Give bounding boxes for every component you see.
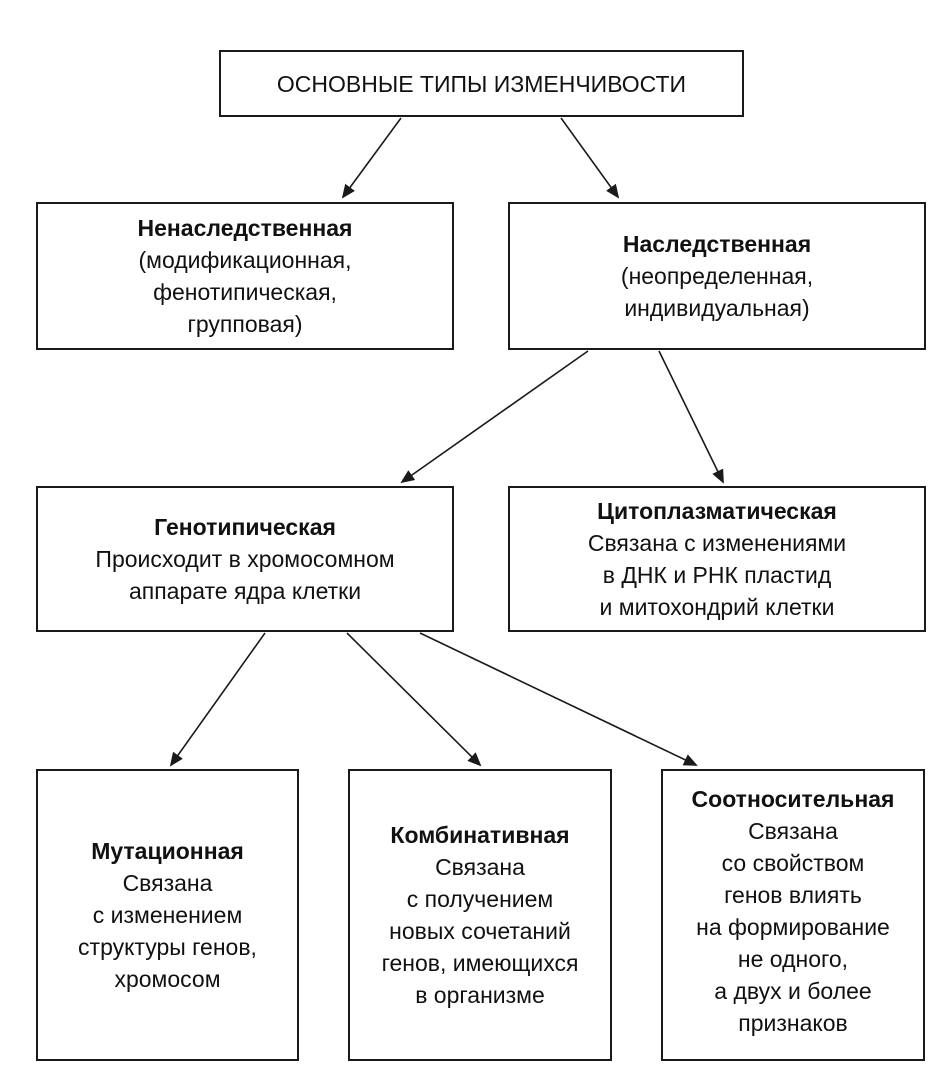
mutational-title: Мутационная xyxy=(91,838,244,864)
arrow-genotypic-to-correlative xyxy=(419,632,698,766)
genotypic-line: аппарате ядра клетки xyxy=(128,578,362,604)
combinative-line: Связана xyxy=(435,854,525,880)
nonhereditary-title: Ненаследственная xyxy=(137,215,353,241)
hereditary-line: (неопределенная, xyxy=(620,263,814,289)
hereditary-line: индивидуальная) xyxy=(624,295,810,321)
combinative-line: генов, имеющихся xyxy=(381,950,579,976)
hereditary-title: Наследственная xyxy=(622,231,812,257)
correlative-line: признаков xyxy=(738,1010,848,1036)
combinative-title: Комбинативная xyxy=(390,822,570,848)
cytoplasmic-box: Цитоплазматическая Связана с изменениями… xyxy=(508,486,926,632)
arrow-genotypic-to-mutational xyxy=(169,632,266,767)
mutational-box: Мутационная Связана с изменением структу… xyxy=(36,769,299,1061)
mutational-line: хромосом xyxy=(114,966,221,992)
arrow-hereditary-to-genotypic xyxy=(400,350,589,484)
combinative-line: новых сочетаний xyxy=(389,918,571,944)
cytoplasmic-title: Цитоплазматическая xyxy=(597,498,837,524)
genotypic-box: Генотипическая Происходит в хромосомном … xyxy=(36,486,454,632)
genotypic-title: Генотипическая xyxy=(154,514,336,540)
nonhereditary-line: (модификационная, xyxy=(138,247,352,273)
correlative-line: генов влиять xyxy=(724,882,862,908)
nonhereditary-line: групповая) xyxy=(187,311,303,337)
arrow-hereditary-to-cytoplasmic xyxy=(658,350,724,484)
correlative-line: Связана xyxy=(748,818,838,844)
correlative-line: на формирование xyxy=(696,914,890,940)
nonhereditary-box: Ненаследственная (модификационная, фенот… xyxy=(36,202,454,350)
correlative-line: а двух и более xyxy=(714,978,872,1004)
correlative-line: со свойством xyxy=(721,850,865,876)
cytoplasmic-line: Связана с изменениями xyxy=(587,530,847,556)
arrow-root-to-hereditary xyxy=(560,117,620,199)
correlative-title: Соотносительная xyxy=(691,786,895,812)
cytoplasmic-line: и митохондрий клетки xyxy=(599,594,835,620)
combinative-box: Комбинативная Связана с получением новых… xyxy=(348,769,612,1061)
arrow-root-to-nonhereditary xyxy=(341,117,402,199)
nonhereditary-line: фенотипическая, xyxy=(153,279,337,305)
genotypic-line: Происходит в хромосомном xyxy=(95,546,395,572)
mutational-line: с изменением xyxy=(92,902,243,928)
root-title: ОСНОВНЫЕ ТИПЫ ИЗМЕНЧИВОСТИ xyxy=(276,70,687,97)
correlative-line: не одного, xyxy=(737,946,849,972)
combinative-line: с получением xyxy=(406,886,554,912)
mutational-line: Связана xyxy=(122,870,213,896)
correlative-box: Соотносительная Связана со свойством ген… xyxy=(661,769,925,1061)
arrow-genotypic-to-combinative xyxy=(346,632,482,767)
combinative-line: в организме xyxy=(415,982,545,1008)
root-box: ОСНОВНЫЕ ТИПЫ ИЗМЕНЧИВОСТИ xyxy=(219,50,744,117)
hereditary-box: Наследственная (неопределенная, индивиду… xyxy=(508,202,926,350)
cytoplasmic-line: в ДНК и РНК пластид xyxy=(602,562,832,588)
mutational-line: структуры генов, xyxy=(78,934,257,960)
